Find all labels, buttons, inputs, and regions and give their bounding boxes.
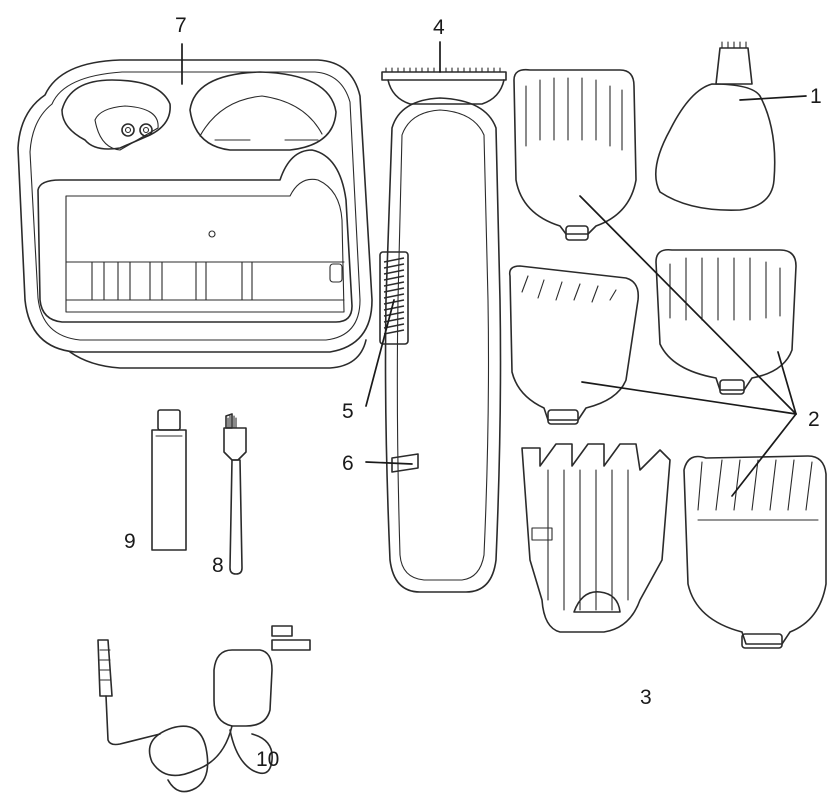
callout-lines-2 [579, 195, 797, 497]
beard-comb-top [513, 68, 637, 241]
label-1: 1 [810, 85, 822, 108]
beard-comb-middle [508, 265, 640, 425]
hair-comb-left [521, 443, 671, 633]
oil-bottle [151, 409, 187, 551]
label-5: 5 [342, 400, 354, 423]
label-4: 4 [433, 16, 445, 39]
beard-comb-right [655, 248, 797, 395]
label-7: 7 [175, 14, 187, 37]
hair-comb-right [683, 455, 827, 649]
label-9: 9 [124, 530, 136, 553]
label-8: 8 [212, 554, 224, 577]
label-6: 6 [342, 452, 354, 475]
callout-line-5 [365, 299, 395, 407]
label-10: 10 [256, 748, 279, 771]
nose-trimmer-attachment [654, 41, 776, 211]
callout-line-6 [365, 461, 413, 465]
callout-line-1 [739, 95, 807, 101]
trimmer-body [379, 67, 507, 593]
power-adapter [97, 625, 311, 793]
label-2: 2 [808, 408, 820, 431]
cleaning-brush [223, 413, 247, 575]
label-3: 3 [640, 686, 652, 709]
charging-stand [17, 59, 373, 369]
